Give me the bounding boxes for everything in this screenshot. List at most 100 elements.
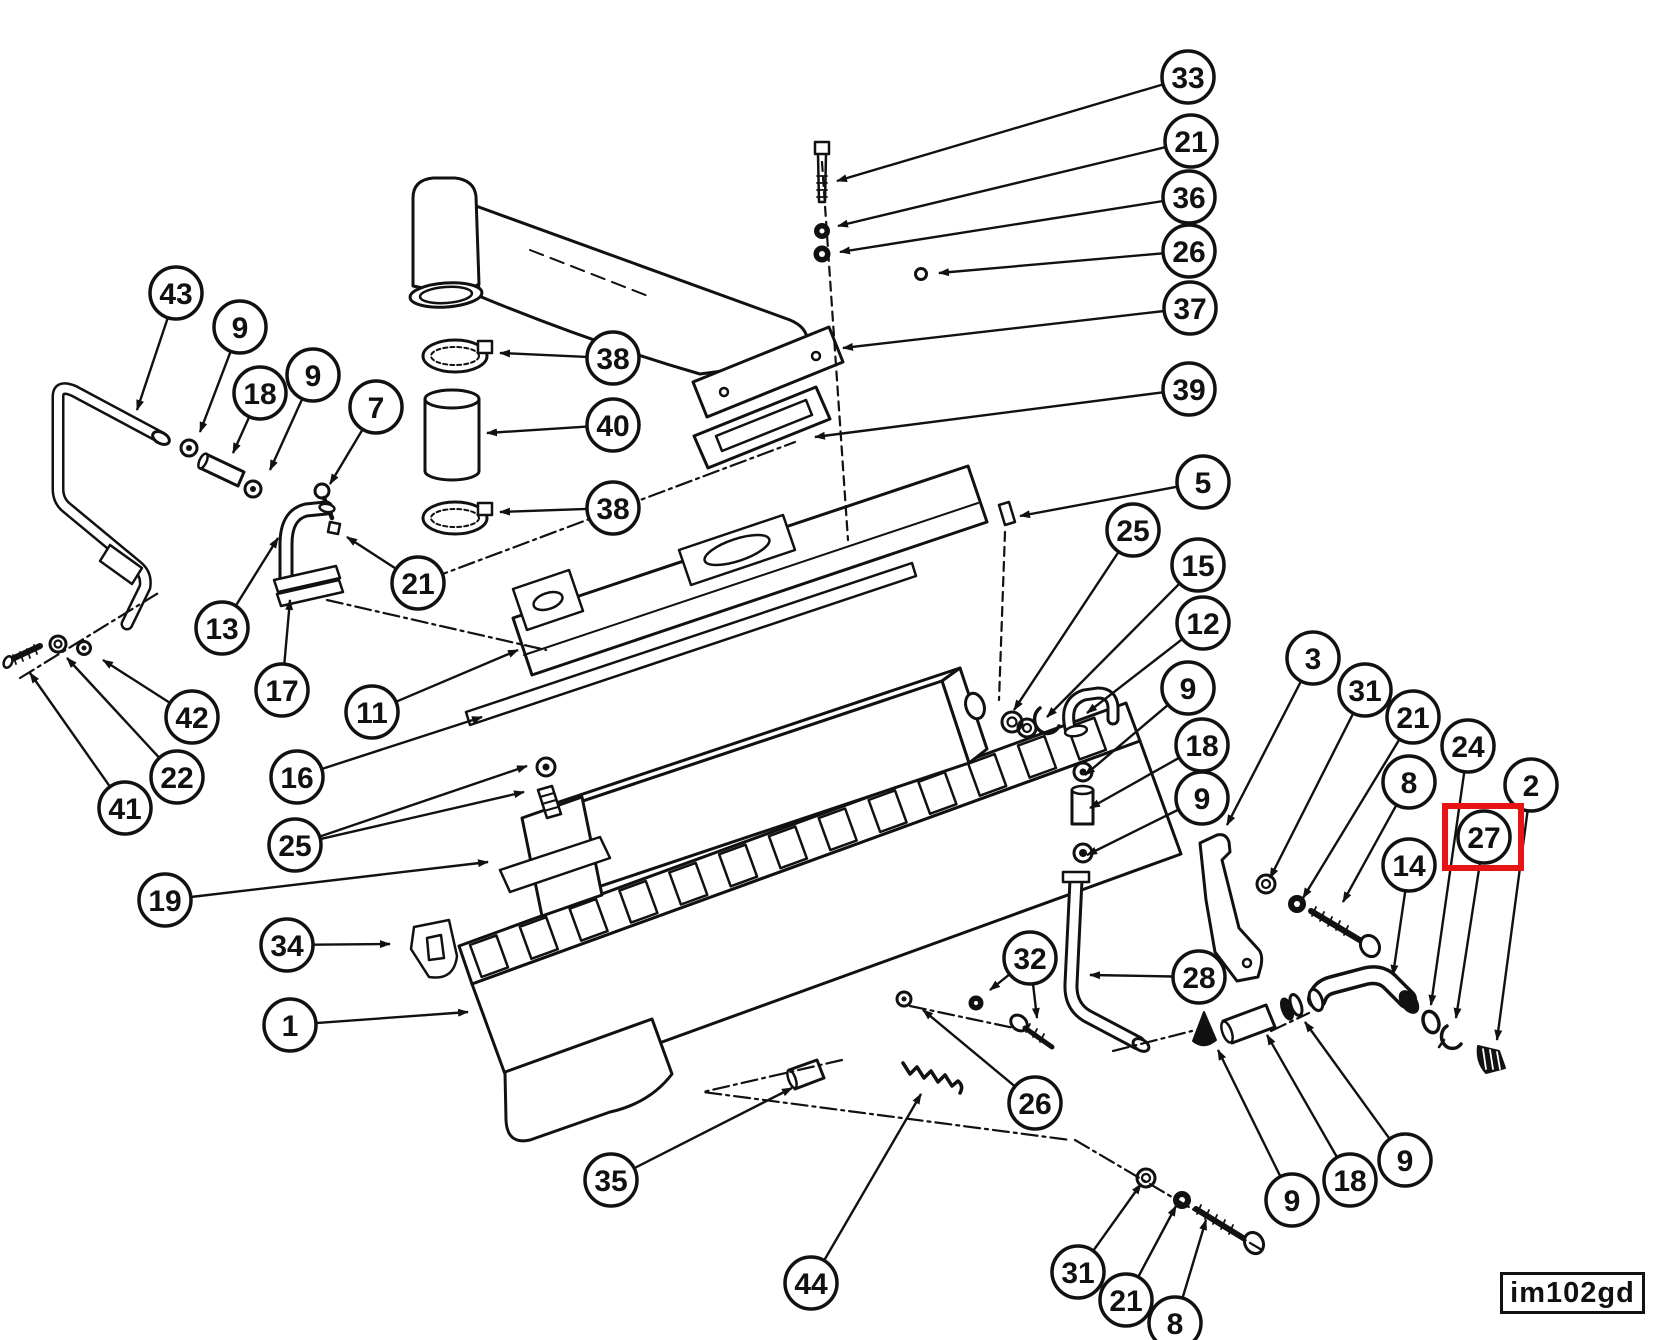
washer-31a-hole: [1260, 878, 1272, 890]
port-stub: [964, 691, 986, 721]
clip-27-hook: [1437, 1038, 1446, 1049]
leader-38: [499, 507, 588, 516]
callout-number-13: 13: [205, 613, 238, 646]
centerline-stud-5: [997, 530, 1007, 702]
elbow-12-core: [1065, 689, 1117, 732]
pipe-28-core: [1066, 875, 1143, 1048]
oring-25b-hole: [1021, 722, 1033, 734]
callout-1: 1: [262, 997, 318, 1053]
washer-22: [48, 634, 68, 654]
callout-circle-9: [212, 299, 268, 355]
centerline-elbow-13: [325, 598, 548, 652]
leader-34: [312, 940, 391, 949]
callout-number-2: 2: [1523, 770, 1540, 803]
leader-37: [842, 309, 1165, 351]
leader-7: [328, 428, 364, 485]
cover-pad-port: [703, 533, 771, 567]
callout-circle-22: [149, 749, 205, 805]
callout-circle-25: [1105, 502, 1161, 558]
elbow-13-core: [281, 503, 331, 589]
washer-36-hole: [819, 251, 825, 257]
ball-26b: [895, 990, 913, 1008]
leader-12: [1086, 637, 1184, 714]
filler-ball: [535, 756, 557, 778]
callout-circle-21: [1385, 689, 1441, 745]
leader-8: [1181, 1219, 1208, 1299]
bolt-32-shaft: [1022, 1025, 1055, 1050]
hose-43-core: [54, 384, 164, 628]
ball-26b-core: [901, 996, 907, 1002]
clip-21-left: [326, 520, 342, 536]
pipe-28-flange: [1061, 870, 1091, 884]
callout-circle-11: [344, 684, 400, 740]
callout-number-17: 17: [265, 675, 298, 708]
cover-pad: [677, 513, 797, 587]
callout-38: 38: [585, 480, 641, 536]
callout-15: 15: [1170, 537, 1226, 593]
callout-circle-38: [585, 330, 641, 386]
callout-number-25: 25: [278, 830, 311, 863]
oring-25a-hole: [1006, 716, 1018, 728]
bolt-8b-threads: [1196, 1204, 1234, 1235]
flange-hole-a: [718, 386, 730, 398]
callout-8: 8: [1147, 1295, 1203, 1340]
callout-31: 31: [1337, 662, 1393, 718]
leader-19: [190, 859, 489, 899]
callout-circle-18: [1322, 1152, 1378, 1208]
callout-25: 25: [1105, 502, 1161, 558]
cover-flange-line: [523, 502, 979, 656]
core-header-plate: [498, 835, 612, 894]
callout-32: 32: [1002, 930, 1058, 986]
callout-circle-2: [1503, 757, 1559, 813]
callout-9: 9: [212, 299, 268, 355]
callout-21: 21: [390, 555, 446, 611]
leader-5: [1019, 485, 1178, 519]
leader-25: [1012, 551, 1120, 711]
callout-number-26: 26: [1172, 236, 1205, 269]
callout-44: 44: [783, 1255, 839, 1311]
cover-11: [511, 464, 989, 677]
callout-18: 18: [232, 365, 288, 421]
callout-circle-28: [1171, 949, 1227, 1005]
callout-7: 7: [348, 379, 404, 435]
sleeve-40-top: [423, 388, 481, 410]
callout-circle-9: [1377, 1132, 1433, 1188]
callout-circle-41: [97, 780, 153, 836]
callout-circle-38: [585, 480, 641, 536]
callout-circle-34: [259, 917, 315, 973]
callout-8: 8: [1381, 754, 1437, 810]
callout-number-33: 33: [1171, 62, 1204, 95]
leader-40: [486, 425, 588, 437]
duct-flange-37: [691, 325, 845, 419]
callout-35: 35: [583, 1152, 639, 1208]
callout-number-19: 19: [148, 885, 181, 918]
callout-number-39: 39: [1172, 374, 1205, 407]
callout-circle-17: [254, 662, 310, 718]
bolt-33-threads: [816, 175, 828, 198]
sleeve-40: [423, 397, 481, 482]
washer-31a: [1255, 873, 1277, 895]
leader-33: [836, 83, 1164, 183]
callout-circle-42: [164, 689, 220, 745]
leader-3: [1225, 680, 1303, 826]
callout-number-9: 9: [1397, 1145, 1414, 1178]
callout-number-18: 18: [1333, 1165, 1366, 1198]
callout-number-16: 16: [280, 762, 313, 795]
callout-circle-12: [1175, 595, 1231, 651]
pipe-28-outline: [1063, 872, 1146, 1051]
leader-15: [1046, 582, 1181, 718]
centerline-bolt-41: [18, 590, 162, 680]
callout-circle-9: [1160, 660, 1216, 716]
callout-number-44: 44: [794, 1268, 828, 1301]
callout-9: 9: [1160, 660, 1216, 716]
callout-3: 3: [1285, 630, 1341, 686]
callout-42: 42: [164, 689, 220, 745]
bolt-8b-head: [1242, 1230, 1266, 1256]
callout-43: 43: [148, 265, 204, 321]
callout-37: 37: [1162, 280, 1218, 336]
bolt-41-threads: [12, 644, 38, 665]
leader-31: [1092, 1183, 1142, 1252]
callout-13: 13: [194, 600, 250, 656]
callout-11: 11: [344, 684, 400, 740]
leader-1: [315, 1008, 469, 1025]
